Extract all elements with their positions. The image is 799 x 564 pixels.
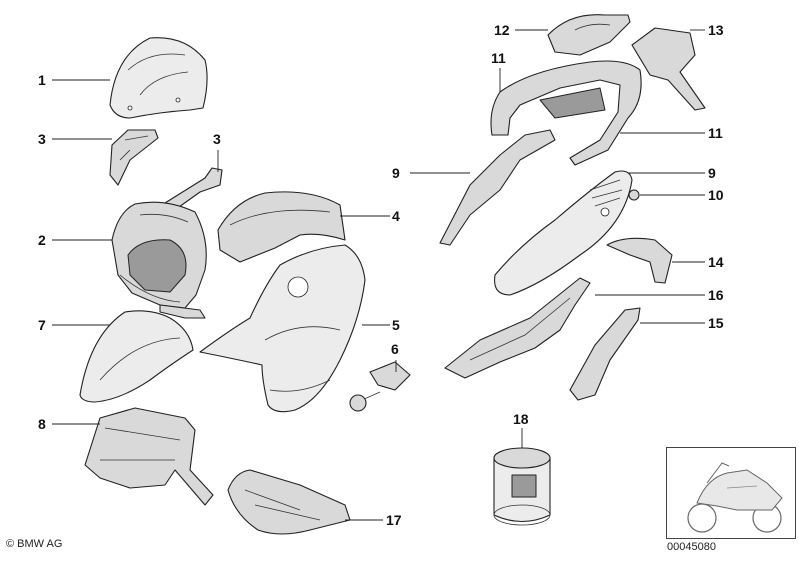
callout-11-right: 11 xyxy=(708,125,723,141)
part-lower-strip[interactable] xyxy=(569,307,641,401)
callout-4: 4 xyxy=(392,208,400,224)
callout-3-left: 3 xyxy=(38,131,46,147)
part-frame-member[interactable] xyxy=(444,277,591,379)
callout-15: 15 xyxy=(708,315,724,331)
part-rear-side-panel[interactable] xyxy=(494,170,633,296)
callout-12: 12 xyxy=(494,22,510,38)
callout-8: 8 xyxy=(38,416,46,432)
part-small-cover[interactable] xyxy=(606,237,673,284)
part-main-side-fairing[interactable] xyxy=(199,244,366,413)
callout-6: 6 xyxy=(391,341,399,357)
callout-1: 1 xyxy=(38,72,46,88)
callout-14: 14 xyxy=(708,254,724,270)
part-inner-fender[interactable] xyxy=(84,407,214,506)
part-tail-cover[interactable] xyxy=(631,27,706,111)
document-number: 00045080 xyxy=(667,541,716,553)
callout-16: 16 xyxy=(708,287,724,303)
part-front-fairing[interactable] xyxy=(111,201,207,319)
callout-9-right: 9 xyxy=(708,165,716,181)
part-rear-top-cover[interactable] xyxy=(547,14,631,56)
callout-13: 13 xyxy=(708,22,724,38)
callout-18: 18 xyxy=(513,411,529,427)
part-side-panel-upper[interactable] xyxy=(217,191,346,263)
part-belly-pan[interactable] xyxy=(227,469,351,535)
motorcycle-thumbnail xyxy=(666,447,796,539)
part-grab-rail[interactable] xyxy=(490,60,642,166)
leader-lines xyxy=(52,29,705,521)
part-front-mudguard[interactable] xyxy=(79,310,194,403)
part-windscreen[interactable] xyxy=(109,37,208,119)
callout-5: 5 xyxy=(392,317,400,333)
callout-17: 17 xyxy=(386,512,402,528)
callout-10: 10 xyxy=(708,187,724,203)
part-bracket-left[interactable] xyxy=(109,129,159,186)
motorcycle-silhouette-icon xyxy=(687,462,783,533)
callout-7: 7 xyxy=(38,317,46,333)
callout-numbers: 1 3 3 2 7 8 4 5 6 17 12 13 11 11 9 9 10 … xyxy=(38,22,724,528)
part-grommet[interactable] xyxy=(628,189,640,201)
part-rear-strip-left[interactable] xyxy=(439,129,556,246)
callout-11-top: 11 xyxy=(491,50,506,66)
copyright-notice: © BMW AG xyxy=(6,538,63,550)
callout-9-left: 9 xyxy=(392,165,400,181)
part-mount-knob[interactable] xyxy=(349,361,411,412)
callout-3-right: 3 xyxy=(213,131,221,147)
callout-2: 2 xyxy=(38,232,46,248)
part-sealant-can[interactable] xyxy=(493,447,551,526)
